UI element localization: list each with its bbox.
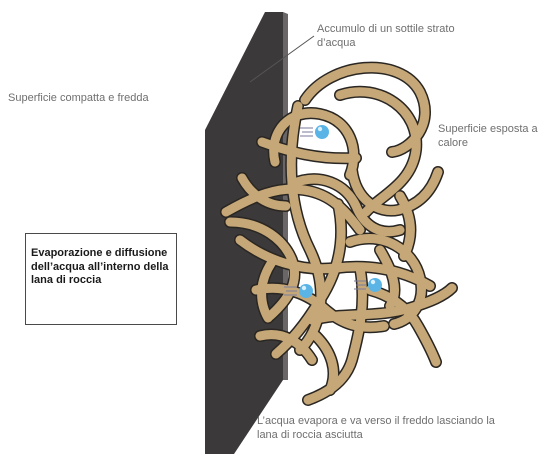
water-droplet-icon — [300, 125, 329, 139]
cold-panel-edge — [283, 12, 288, 380]
callout-text: Evaporazione e diffusione dell’acqua all… — [31, 247, 176, 288]
evaporation-result-label: L’acqua evapora e va verso il freddo las… — [257, 414, 517, 442]
cold-surface-label: Superficie compatta e fredda — [8, 91, 208, 105]
hot-surface-label: Superficie esposta a calore — [438, 122, 548, 150]
water-film-label: Accumulo di un sottile strato d’acqua — [317, 22, 487, 50]
